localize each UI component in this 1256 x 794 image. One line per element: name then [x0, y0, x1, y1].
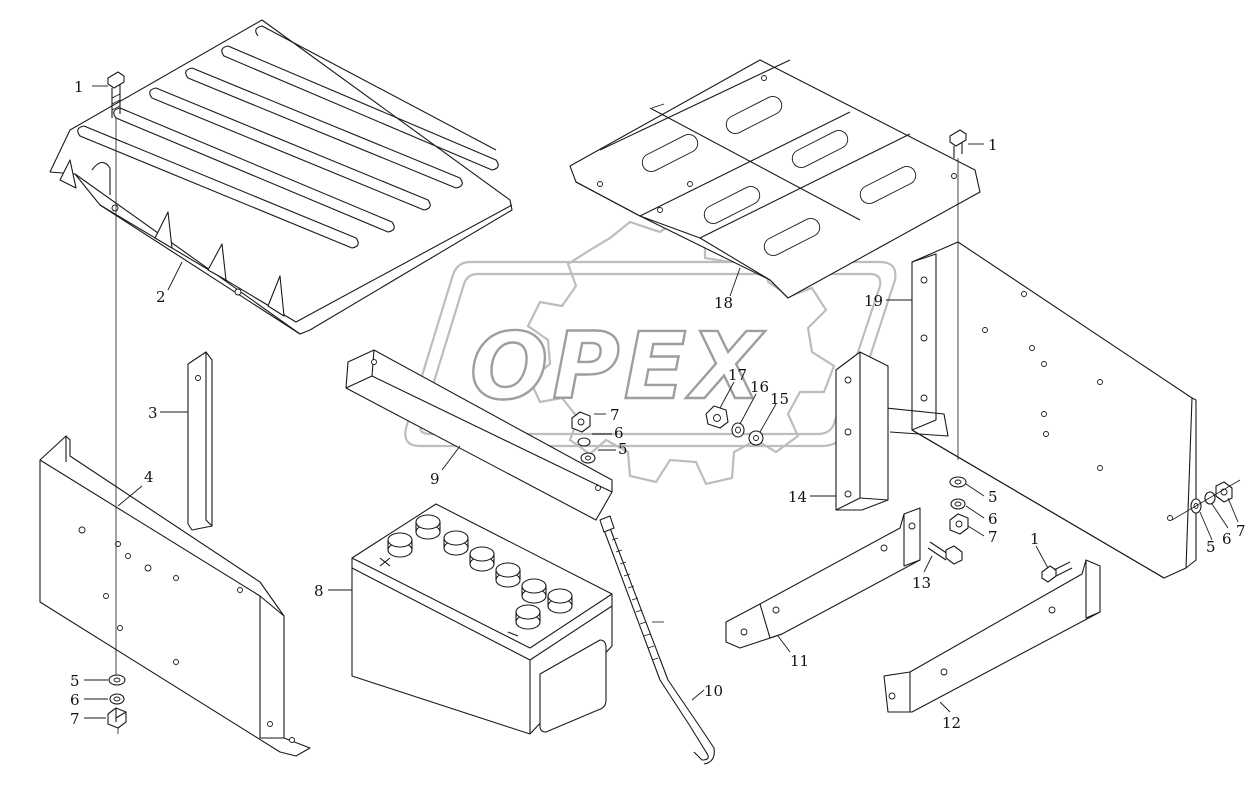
lock-washer-icon	[950, 498, 966, 510]
washer-icon	[108, 674, 126, 686]
callout-7: 7	[988, 528, 998, 546]
callout-1: 1	[1030, 530, 1040, 548]
part-11-bracket	[725, 507, 921, 649]
callout-13: 13	[912, 574, 931, 592]
callout-15: 15	[770, 390, 789, 408]
bolt-icon	[949, 129, 967, 158]
bolt-icon	[107, 71, 125, 118]
callout-14: 14	[788, 488, 807, 506]
callout-18: 18	[714, 294, 733, 312]
nut-icon	[107, 707, 127, 729]
part-10-cable	[599, 515, 715, 765]
watermark-text: OPEX	[470, 313, 765, 420]
washer-icon	[580, 452, 596, 464]
bolt-icon	[927, 541, 963, 565]
callout-5: 5	[988, 488, 998, 506]
nut-icon	[705, 405, 729, 429]
lock-washer-icon	[577, 437, 591, 447]
callout-7: 7	[1236, 522, 1246, 540]
callout-5: 5	[70, 672, 80, 690]
part-18-top-plate	[569, 59, 981, 299]
callout-3: 3	[148, 404, 158, 422]
callout-2: 2	[156, 288, 166, 306]
lock-washer-icon	[731, 422, 745, 438]
callout-10: 10	[704, 682, 723, 700]
callout-19: 19	[864, 292, 883, 310]
callout-6: 6	[70, 691, 80, 709]
nut-icon	[1215, 481, 1233, 503]
callout-6: 6	[614, 424, 624, 442]
callout-11: 11	[790, 652, 809, 670]
part-3-bar	[187, 351, 213, 531]
callout-12: 12	[942, 714, 961, 732]
nut-icon	[949, 513, 969, 535]
callout-9: 9	[430, 470, 440, 488]
part-12-bracket	[883, 559, 1101, 713]
part-9-strap	[345, 349, 613, 521]
lock-washer-icon	[109, 693, 125, 705]
part-19-side-plate	[885, 241, 1197, 579]
callout-7: 7	[610, 406, 620, 424]
washer-icon	[748, 430, 764, 446]
callout-labels: 1 1 1 2 3 4 5 5 5 5 6 6 6 6 7 7 7 7 8 9 …	[70, 78, 1246, 732]
bolt-icon	[1041, 561, 1073, 583]
fasteners	[107, 71, 1241, 734]
plus-terminal-icon	[379, 557, 391, 567]
callout-5: 5	[618, 440, 628, 458]
leader-lines	[84, 85, 1239, 719]
callout-6: 6	[988, 510, 998, 528]
washer-icon	[949, 476, 967, 488]
callout-1: 1	[988, 136, 998, 154]
part-2-ribbed-cover	[49, 19, 513, 335]
callout-4: 4	[144, 468, 154, 486]
opex-watermark: OPEX	[404, 216, 897, 486]
callout-5: 5	[1206, 538, 1216, 556]
callout-6: 6	[1222, 530, 1232, 548]
nut-icon	[571, 411, 591, 433]
callout-7: 7	[70, 710, 80, 728]
callout-17: 17	[728, 366, 747, 384]
callout-8: 8	[314, 582, 324, 600]
part-4-side-panel	[39, 435, 311, 757]
callout-16: 16	[750, 378, 769, 396]
callout-1: 1	[74, 78, 84, 96]
part-14-angle-bracket	[835, 351, 889, 511]
part-8-battery	[351, 503, 613, 735]
